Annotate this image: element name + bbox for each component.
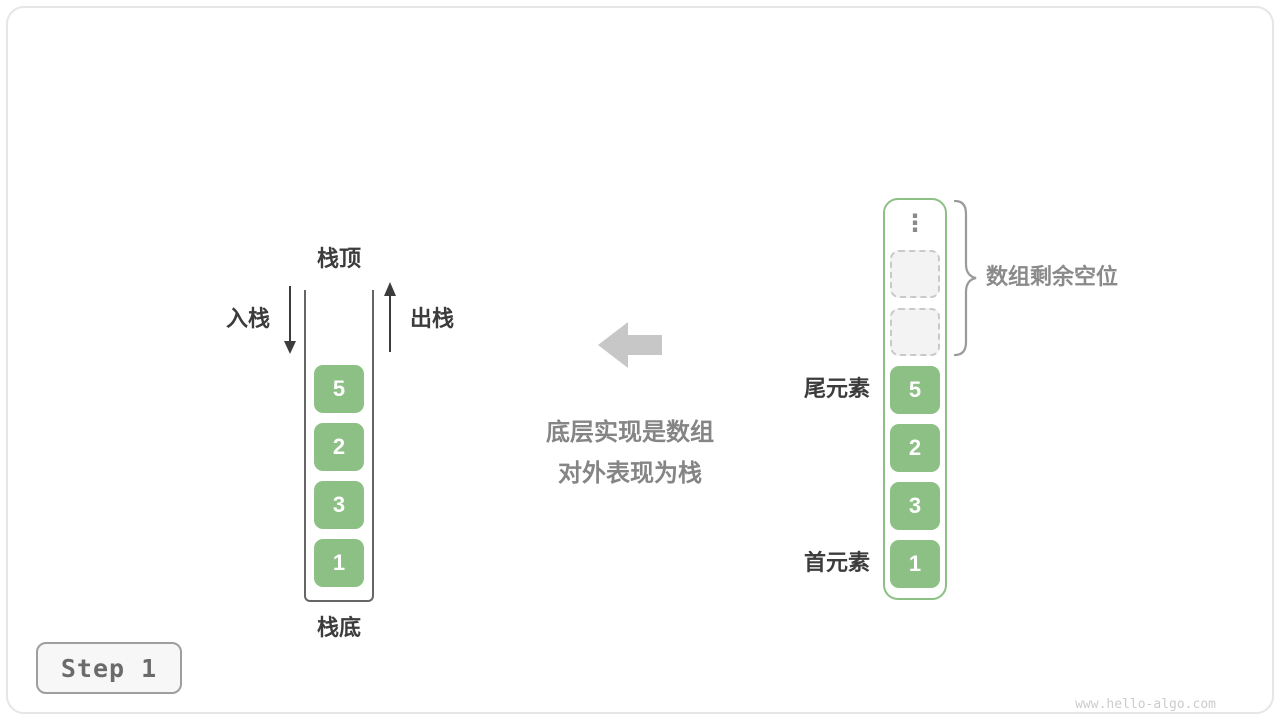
array-cell: 2 <box>890 424 940 472</box>
stack-cell: 1 <box>314 539 364 587</box>
stack-container: 5 2 3 1 <box>304 290 374 602</box>
tail-element-label: 尾元素 <box>803 376 870 401</box>
push-down-arrow-icon <box>284 286 296 354</box>
curly-brace-icon <box>953 199 977 357</box>
array-cell: 3 <box>890 482 940 530</box>
stack-bottom-label: 栈底 <box>316 615 361 640</box>
left-block-arrow-icon <box>598 322 662 368</box>
stack-top-label: 栈顶 <box>316 246 361 271</box>
figure-card <box>6 6 1274 714</box>
caption: 底层实现是数组 对外表现为栈 <box>455 412 805 494</box>
caption-line-1: 底层实现是数组 <box>546 419 714 446</box>
array-cell: 1 <box>890 540 940 588</box>
stack-cell: 5 <box>314 365 364 413</box>
step-badge-label: Step 1 <box>60 653 158 683</box>
watermark: www.hello-algo.com <box>1075 697 1216 712</box>
ellipsis-icon: ⋮ <box>903 210 927 237</box>
pop-label: 出栈 <box>410 306 455 331</box>
empty-array-slot <box>890 250 940 298</box>
pop-up-arrow-icon <box>384 282 396 352</box>
remaining-slots-label: 数组剩余空位 <box>986 264 1119 289</box>
stack-cell: 3 <box>314 481 364 529</box>
head-element-label: 首元素 <box>803 550 870 575</box>
push-label: 入栈 <box>225 306 270 331</box>
array-cell: 5 <box>890 366 940 414</box>
step-badge: Step 1 <box>36 642 182 694</box>
caption-line-2: 对外表现为栈 <box>558 460 702 487</box>
empty-array-slot <box>890 308 940 356</box>
stack-cell: 2 <box>314 423 364 471</box>
array-container: ⋮ 5 2 3 1 <box>883 198 947 600</box>
